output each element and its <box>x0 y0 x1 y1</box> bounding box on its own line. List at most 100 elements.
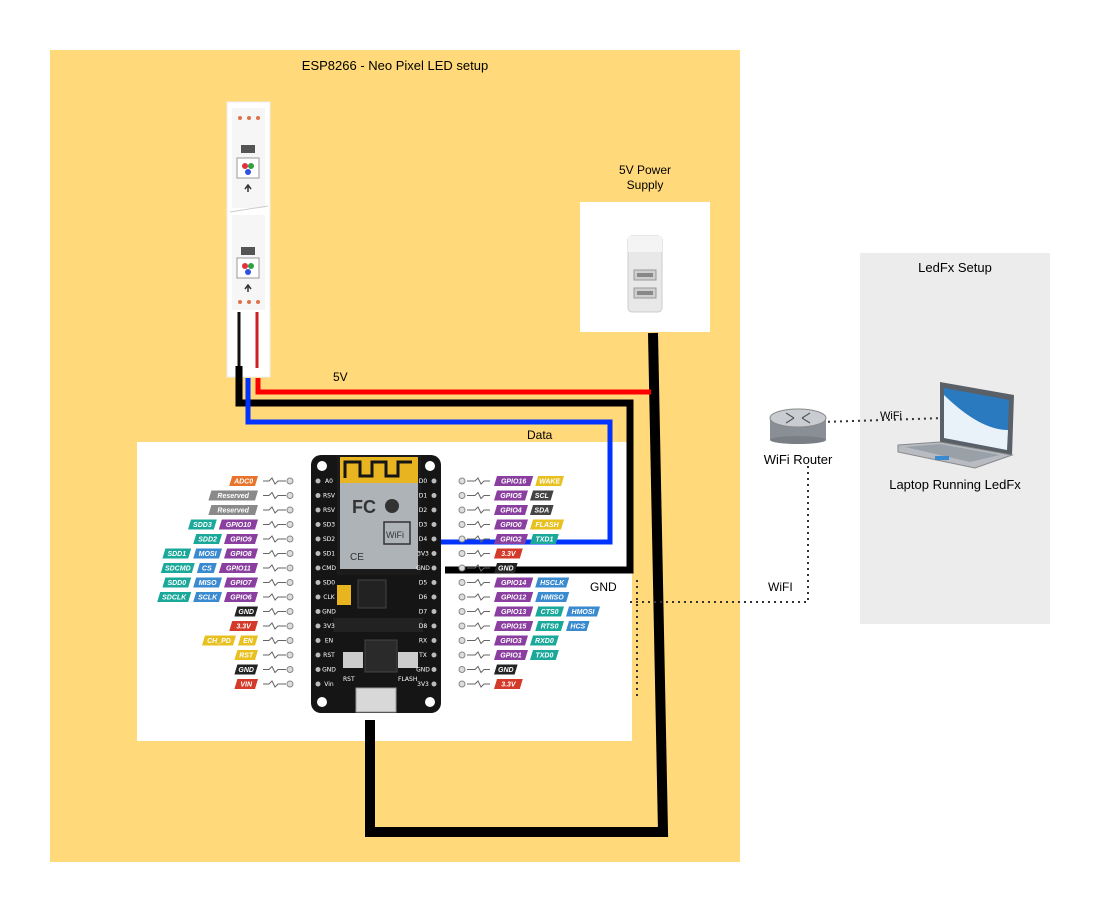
pin-tag <box>566 621 590 631</box>
board-pin-label: 3V3 <box>417 551 429 558</box>
pin-tag-label: GPIO11 <box>226 566 251 573</box>
pin-tag <box>208 505 258 515</box>
pin-lead <box>467 506 490 514</box>
pin-tag <box>218 519 258 530</box>
pin-lead <box>263 636 286 645</box>
pin-tag <box>224 548 258 559</box>
pin-tag <box>494 476 534 486</box>
board-pin-hole <box>431 565 437 571</box>
pin-tag-label: HCS <box>570 624 585 631</box>
pin-dot <box>286 651 294 659</box>
pin-tag-label: Reserved <box>217 493 249 500</box>
pin-tag-label: GND <box>238 667 254 674</box>
pin-tag <box>234 679 258 689</box>
pin-lead <box>467 636 490 645</box>
board-pin-hole <box>431 609 437 614</box>
board-pin-label: D2 <box>419 507 428 514</box>
pin-tag <box>208 490 258 501</box>
pin-dot <box>286 564 294 572</box>
power-supply-label-line2: Supply <box>626 178 664 192</box>
pin-tag <box>193 534 222 544</box>
pin-tag <box>535 606 564 617</box>
pin-tag-label: GPIO6 <box>230 595 252 602</box>
pin-tag <box>530 635 559 646</box>
board-pin-hole <box>315 667 321 672</box>
pin-tag-label: SDA <box>534 508 549 515</box>
pin-lead <box>467 665 490 674</box>
right-pin-row: GND GND <box>416 563 518 573</box>
pin-tag <box>234 606 258 617</box>
pin-lead <box>467 578 490 587</box>
pin-tag-label: SCL <box>535 493 549 500</box>
router-icon <box>769 408 827 444</box>
pin-dot <box>458 477 466 485</box>
pin-tag <box>530 534 559 544</box>
pin-lead <box>467 607 490 616</box>
board-pin-label: RST <box>323 652 335 659</box>
pin-tag <box>234 664 258 675</box>
pin-tag <box>530 490 554 501</box>
pin-dot <box>286 680 294 688</box>
pin-tag-label: GPIO3 <box>500 638 522 645</box>
ground-wire <box>235 332 669 837</box>
pin-tag-label: GND <box>498 566 514 573</box>
pin-tag <box>193 592 222 602</box>
board-pin-label: RSV <box>323 493 336 500</box>
board-pin-hole <box>431 536 437 542</box>
ce-mark: CE <box>350 552 364 563</box>
pin-tag-label: GPIO2 <box>500 537 522 544</box>
board-pin-hole <box>431 493 437 498</box>
board-pin-hole <box>431 507 437 513</box>
pin-tag-label: SDD1 <box>167 551 186 558</box>
board-pin-label: 3V3 <box>417 681 429 688</box>
pin-tag-label: RXD0 <box>535 638 554 645</box>
board-pin-hole <box>315 565 321 571</box>
pin-tag <box>494 635 528 646</box>
wire-gnd-label: GND <box>590 580 617 594</box>
wire-5v-label: 5V <box>333 370 348 384</box>
pin-tag-label: ADC0 <box>233 479 253 486</box>
pin-dot <box>458 651 466 659</box>
pin-dot <box>458 666 466 673</box>
pin-tag <box>157 592 192 602</box>
pin-dot <box>286 506 294 514</box>
pin-tag <box>196 563 217 573</box>
pin-tag <box>494 563 518 573</box>
pin-dot <box>458 550 466 557</box>
pin-dot <box>286 593 294 601</box>
pin-dot <box>458 564 466 572</box>
nodemcu-board: FC WiFi CE RST FLASH <box>311 455 441 713</box>
pin-tag-label: HMOSI <box>572 609 596 616</box>
pin-tag-label: SDD3 <box>193 522 212 529</box>
pin-lead <box>263 520 286 529</box>
pin-lead <box>467 535 490 543</box>
pin-tag <box>535 621 564 631</box>
board-pin-label: EN <box>325 638 333 645</box>
pin-tag-label: GND <box>498 667 514 674</box>
board-pin-label: SD3 <box>323 522 335 529</box>
pin-dot <box>458 593 466 601</box>
pin-tag-label: 3.3V <box>501 682 517 689</box>
board-pin-label: GND <box>416 565 430 572</box>
left-pin-row: ADC0 A0 <box>229 476 333 486</box>
pin-tag-label: GPIO8 <box>230 551 252 558</box>
board-pin-hole <box>315 522 321 527</box>
board-pin-label: A0 <box>325 478 333 485</box>
pin-dot <box>458 608 466 615</box>
pin-dot <box>286 492 294 499</box>
pin-tag <box>494 505 528 515</box>
pin-lead <box>263 651 286 659</box>
pin-tag <box>162 577 192 588</box>
pin-lead <box>263 680 286 688</box>
pin-lead <box>263 578 286 587</box>
board-pin-hole <box>431 623 437 629</box>
pin-tag-label: RST <box>239 653 254 660</box>
